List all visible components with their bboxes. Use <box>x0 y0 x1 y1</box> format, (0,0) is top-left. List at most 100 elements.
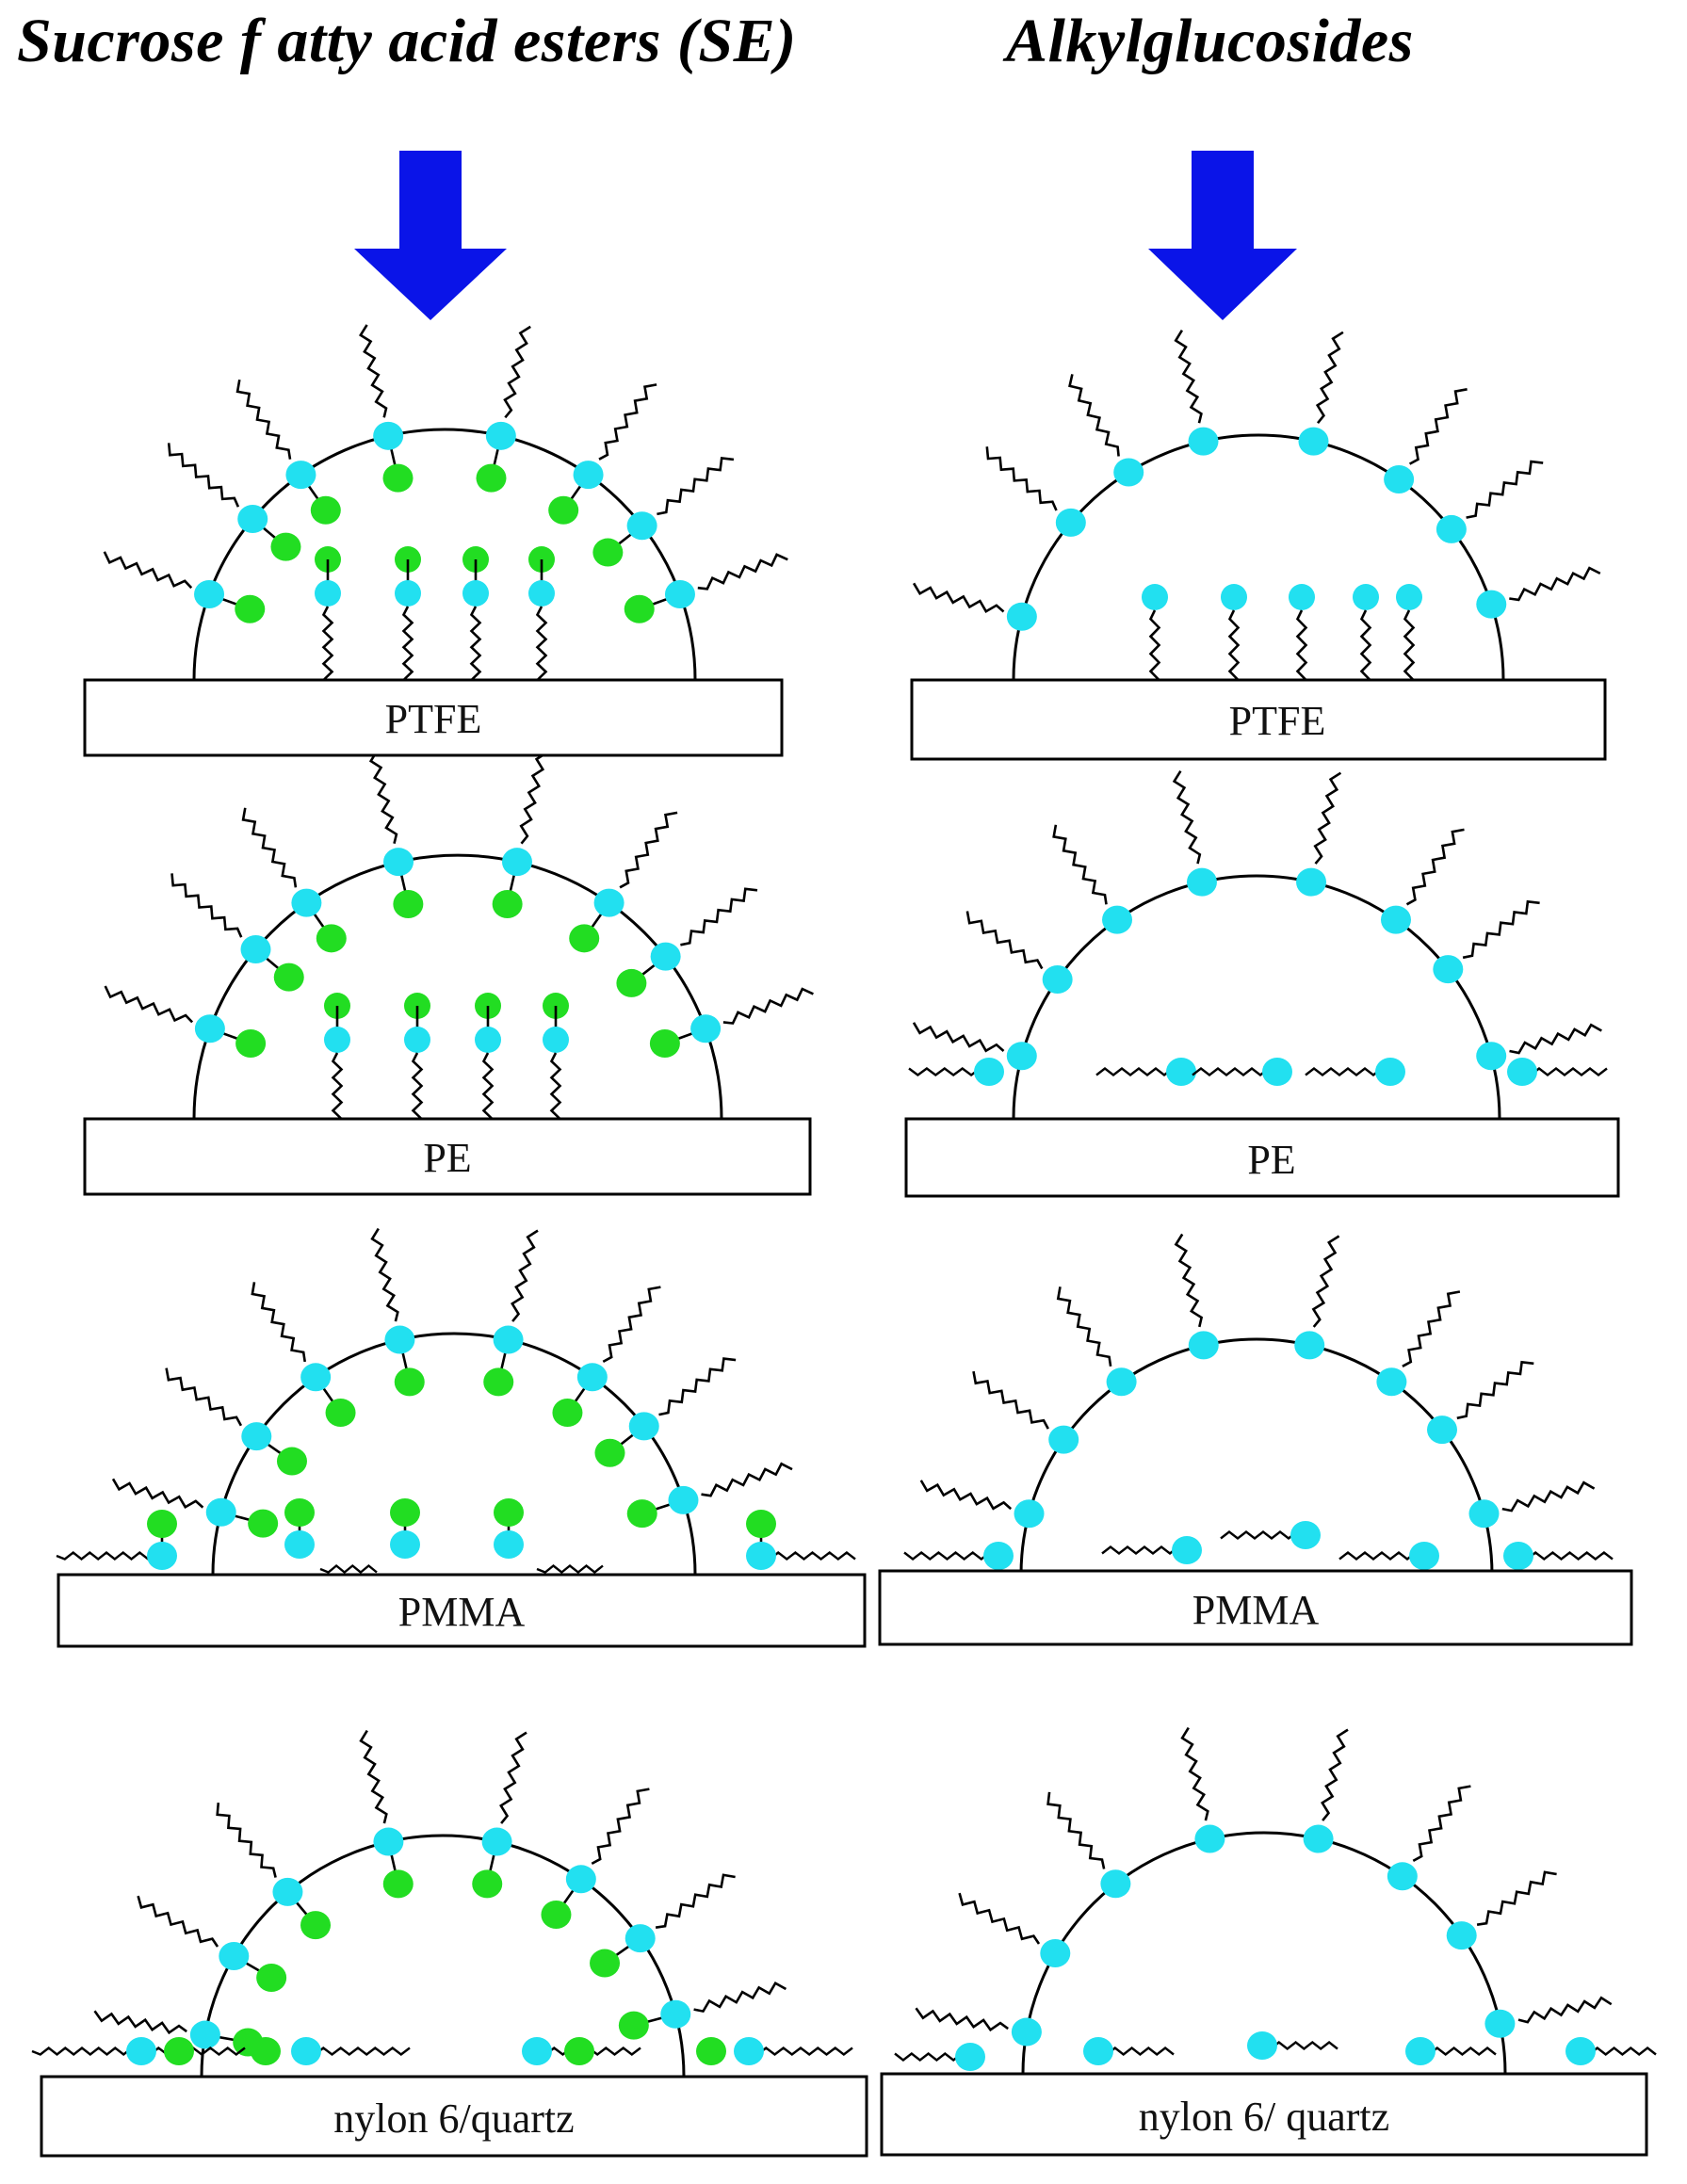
alkyl-tail <box>503 325 531 419</box>
alkyl-tail <box>697 553 788 590</box>
alkyl-tail <box>111 1478 204 1509</box>
alkyl-tail <box>1412 1785 1471 1863</box>
glucose-head-group <box>501 848 532 877</box>
alkyl-tail <box>401 606 414 681</box>
alkyl-tail <box>919 1480 1013 1511</box>
glucose-head-group <box>485 421 516 450</box>
glucose-head-group <box>240 935 271 964</box>
fructose-head-group <box>300 1911 332 1940</box>
glucose-head-group <box>565 1865 596 1894</box>
substrate-ag-nylon <box>880 2072 1648 2157</box>
fructose-head-group <box>235 594 266 623</box>
alkyl-tail <box>1174 330 1203 424</box>
alkyl-tail <box>305 2046 411 2057</box>
alkyl-tail <box>331 1052 344 1120</box>
glucose-head-group <box>1303 1824 1334 1853</box>
glucose-head-group <box>543 1027 569 1053</box>
glucose-head-group <box>650 942 681 971</box>
alkyl-tail <box>235 379 292 460</box>
substrate-se-pmma <box>57 1573 867 1648</box>
substrate-label-se-nylon: nylon 6/quartz <box>333 2095 574 2142</box>
alkyl-tail <box>1476 1870 1557 1926</box>
right-column-title: Alkylglucosides <box>1006 7 1414 75</box>
glucose-head-group <box>1384 465 1415 494</box>
alkyl-tail <box>1359 609 1372 681</box>
glucose-head-group <box>1042 965 1073 995</box>
glucose-head-group <box>734 2037 764 2065</box>
droplet-outline <box>1012 433 1505 681</box>
glucose-head-group <box>1166 1058 1196 1086</box>
alkyl-tail <box>103 551 193 590</box>
alkyl-tail <box>1052 824 1108 905</box>
glucose-head-group <box>189 2020 220 2049</box>
alkyl-tail <box>598 383 657 461</box>
fructose-head-group <box>696 2037 726 2065</box>
right-down-arrow <box>1148 151 1297 320</box>
fructose-head-group <box>616 968 647 997</box>
alkyl-tail <box>903 1550 999 1561</box>
alkyl-tail <box>619 811 678 889</box>
alkyl-tail <box>591 1788 650 1866</box>
glucose-head-group <box>1380 905 1411 934</box>
alkyl-tail <box>1311 1235 1340 1328</box>
fructose-head-group <box>472 1869 503 1899</box>
glucose-head-group <box>390 1530 420 1559</box>
alkyl-tail <box>748 2046 853 2057</box>
glucose-head-group <box>626 511 657 541</box>
glucose-head-group <box>1172 1536 1202 1564</box>
fructose-head-group <box>390 1498 420 1527</box>
alkyl-tail <box>411 1052 424 1120</box>
alkyl-tail <box>602 1286 661 1364</box>
alkyl-tail <box>104 985 194 1024</box>
alkyl-tail <box>1456 1360 1534 1420</box>
alkyl-tail <box>1509 566 1601 602</box>
fructose-head-group <box>624 594 655 623</box>
alkyl-tail <box>1321 1728 1349 1821</box>
glucose-head-group <box>1387 1862 1418 1891</box>
glucose-head-group <box>1503 1542 1533 1570</box>
glucose-head-group <box>974 1058 1004 1086</box>
fructose-head-group <box>548 495 579 525</box>
glucose-head-group <box>1262 1058 1292 1086</box>
glucose-head-group <box>1294 1331 1325 1360</box>
fructose-head-group <box>618 2011 649 2040</box>
alkyl-tail <box>965 911 1044 970</box>
alkyl-tail <box>1227 609 1241 681</box>
alkyl-tail <box>137 1895 219 1948</box>
alkyl-tail <box>1180 1726 1209 1821</box>
alkyl-tail <box>31 2046 133 2057</box>
glucose-head-group <box>1247 2031 1277 2060</box>
glucose-head-group <box>660 1999 691 2029</box>
glucose-head-group <box>1405 2037 1436 2065</box>
alkyl-tail <box>1501 1480 1596 1513</box>
alkyl-tail <box>1315 331 1344 425</box>
alkyl-tail <box>469 606 482 681</box>
glucose-head-group <box>1468 1499 1500 1529</box>
glucose-head-group <box>1188 427 1219 456</box>
glucose-head-group <box>1427 1416 1458 1445</box>
alkyl-tail <box>170 873 243 938</box>
glucose-head-group <box>205 1497 236 1527</box>
glucose-head-group <box>494 1530 524 1559</box>
glucose-head-group <box>1048 1425 1079 1454</box>
alkyl-tail <box>1046 1791 1106 1869</box>
glucose-head-group <box>1113 458 1144 487</box>
fructose-head-group <box>552 1398 583 1427</box>
glucose-head-group <box>1484 2009 1516 2038</box>
fructose-head-group <box>235 1028 267 1058</box>
glucose-head-group <box>1055 508 1086 537</box>
fructose-head-group <box>476 463 507 493</box>
alkyl-tail <box>958 1892 1041 1945</box>
fructose-head-group <box>492 889 523 918</box>
substrate-label-ag-nylon: nylon 6/ quartz <box>1139 2094 1389 2140</box>
fructose-head-group <box>594 1438 625 1467</box>
fructose-head-group <box>382 1869 414 1899</box>
alkyl-tail <box>760 1550 856 1561</box>
alkyl-tail <box>241 807 298 888</box>
glucose-head-group <box>324 1027 350 1053</box>
glucose-head-group <box>284 1530 315 1559</box>
substrate-label-ag-pmma: PMMA <box>1192 1587 1320 1633</box>
left-down-arrow <box>354 151 507 320</box>
glucose-head-group <box>404 1027 430 1053</box>
